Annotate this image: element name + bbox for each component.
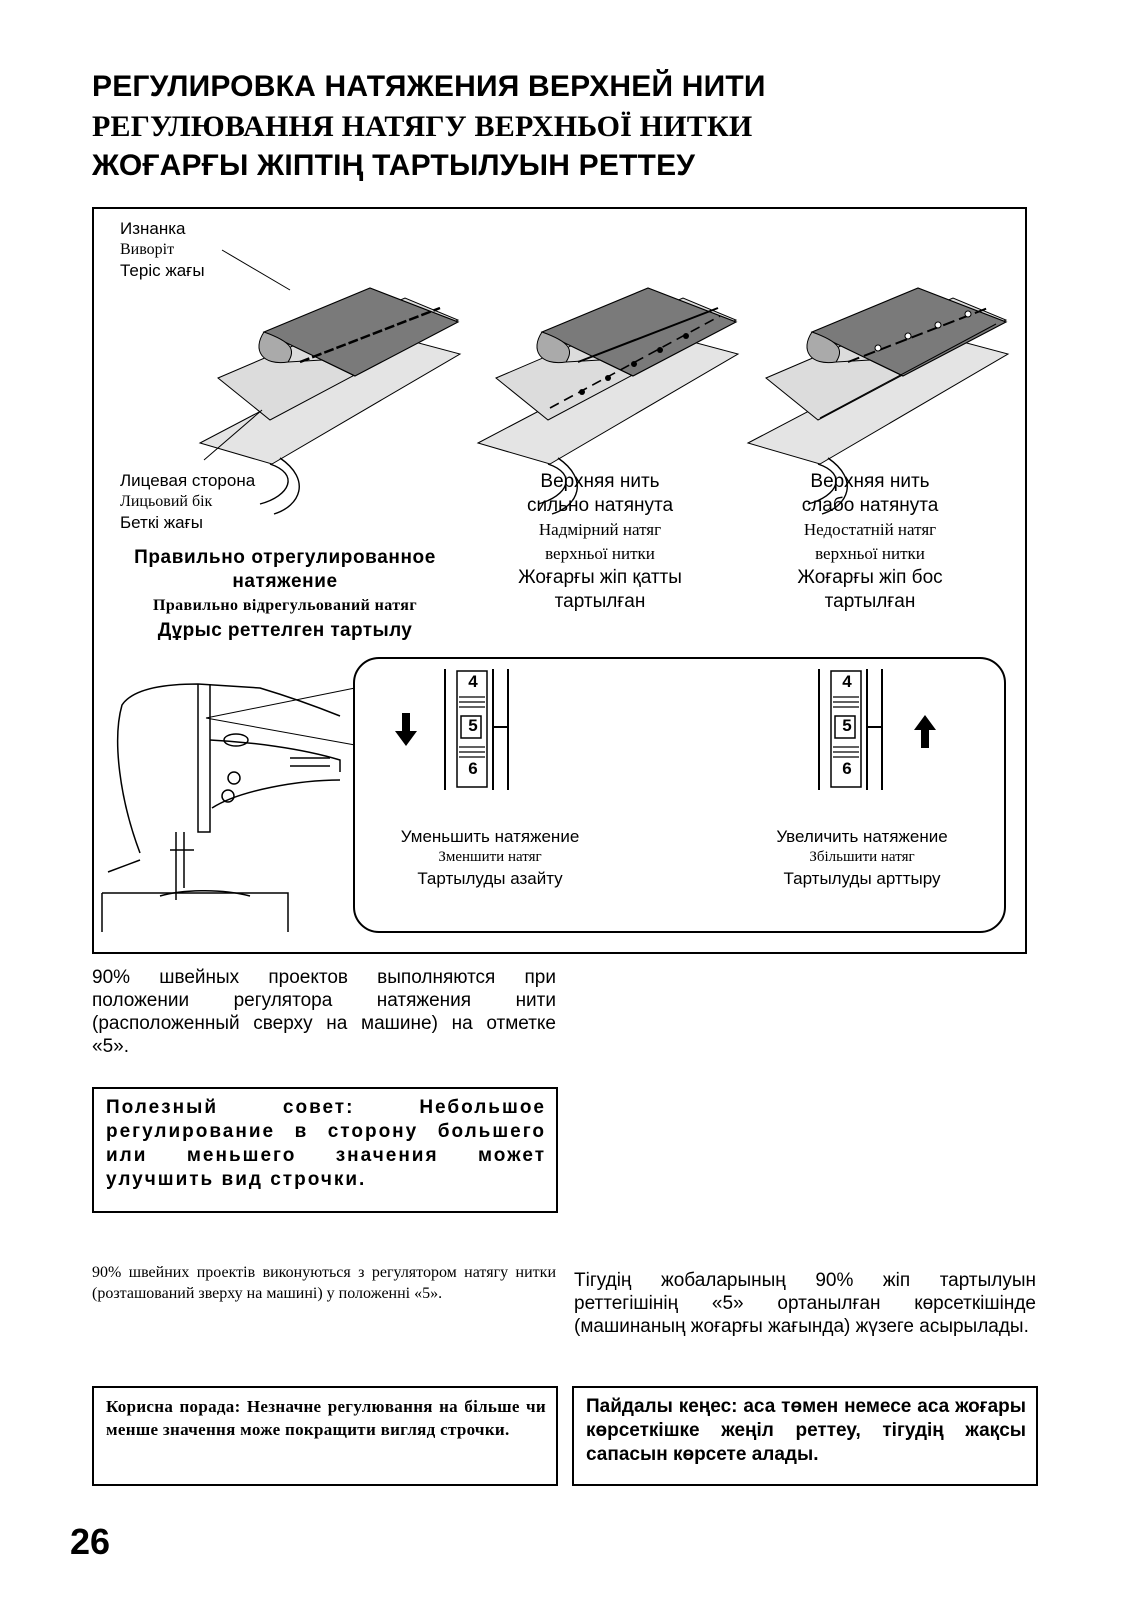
arrow-up-icon [914, 715, 936, 748]
loose-uk-1: Недостатній натяг [803, 520, 937, 539]
tight-uk-2: верхньої нитки [545, 544, 655, 563]
correct-tension-caption: Правильно отрегулированное натяжение Пра… [100, 546, 470, 644]
correct-ru-1: Правильно отрегулированное [134, 547, 436, 568]
page-number: 26 [70, 1521, 111, 1562]
increase-kk: Тартылуды арттыру [783, 869, 941, 888]
fabric-tight [477, 287, 739, 515]
kk-paragraph: Тігудің жобаларының 90% жіп тартылуын ре… [574, 1270, 1036, 1337]
wrong-side-uk: Виворіт [120, 241, 175, 258]
uk-tip-box: Корисна порада: Незначне регулювання на … [92, 1386, 558, 1486]
title-kk: ЖОҒАРҒЫ ЖІПТІҢ ТАРТЫЛУЫН РЕТТЕУ [92, 149, 696, 182]
tension-figure [92, 207, 1027, 954]
arrow-down-icon [395, 713, 417, 746]
uk-paragraph: 90% швейних проектів виконуються з регул… [92, 1264, 556, 1302]
loose-kk-1: Жоғарғы жіп бос [797, 567, 943, 588]
correct-uk: Правильно відрегульований натяг [152, 597, 418, 614]
loose-ru-1: Верхняя нить [810, 471, 930, 492]
wrong-side-kk: Теріс жағы [120, 261, 205, 280]
increase-caption: Увеличить натяжение Збільшити натяг Тарт… [742, 826, 982, 889]
sewing-machine-illustration [101, 683, 341, 932]
decrease-kk: Тартылуды азайту [417, 869, 563, 888]
dial-right-mark-6: 6 [842, 759, 852, 778]
ru-tip-box: Полезный совет: Небольшое регулирование … [92, 1087, 558, 1213]
dial-decrease [444, 669, 509, 790]
correct-kk: Дұрыс реттелген тартылу [157, 620, 413, 641]
increase-ru: Увеличить натяжение [776, 827, 948, 846]
fabric-correct [199, 287, 461, 515]
decrease-uk: Зменшити натяг [438, 849, 542, 865]
tension-dials [395, 669, 936, 790]
dial-left-mark-6: 6 [468, 759, 478, 778]
decrease-ru: Уменьшить натяжение [400, 827, 580, 846]
fabric-loose [747, 287, 1009, 515]
increase-uk: Збільшити натяг [809, 849, 915, 865]
decrease-caption: Уменьшить натяжение Зменшити натяг Тарты… [370, 826, 610, 889]
tight-kk-2: тартылған [554, 591, 646, 612]
loose-ru-2: слабо натянута [801, 495, 939, 516]
loose-uk-2: верхньої нитки [815, 544, 925, 563]
loose-tension-caption: Верхняя нить слабо натянута Недостатній … [750, 470, 990, 614]
fabric-illustrations [101, 249, 1009, 932]
tight-uk-1: Надмірний натяг [538, 520, 662, 539]
right-side-label: Лицевая сторона Лицьовий бік Беткі жағы [120, 470, 255, 533]
dial-left-mark-5: 5 [468, 716, 478, 735]
right-side-kk: Беткі жағы [120, 513, 204, 532]
title-uk: РЕГУЛЮВАННЯ НАТЯГУ ВЕРХНЬОЇ НИТКИ [92, 110, 753, 143]
tight-tension-caption: Верхняя нить сильно натянута Надмірний н… [480, 470, 720, 614]
wrong-side-label: Изнанка Виворіт Теріс жағы [120, 218, 205, 281]
loose-kk-2: тартылған [824, 591, 916, 612]
dial-increase [818, 669, 883, 790]
dial-left-mark-4: 4 [468, 672, 478, 691]
dial-right-mark-4: 4 [842, 672, 852, 691]
ru-paragraph: 90% швейных проектов выполняются при пол… [92, 967, 556, 1057]
correct-ru-2: натяжение [232, 571, 338, 592]
kk-tip-box: Пайдалы кеңес: аса төмен немесе аса жоға… [572, 1386, 1038, 1486]
tight-ru-2: сильно натянута [526, 495, 674, 516]
wrong-side-ru: Изнанка [120, 219, 186, 238]
tight-kk-1: Жоғарғы жіп қатты [518, 567, 682, 588]
right-side-uk: Лицьовий бік [120, 493, 213, 510]
title-ru: РЕГУЛИРОВКА НАТЯЖЕНИЯ ВЕРХНЕЙ НИТИ [92, 70, 766, 103]
dial-right-mark-5: 5 [842, 716, 852, 735]
tight-ru-1: Верхняя нить [540, 471, 660, 492]
right-side-ru: Лицевая сторона [120, 471, 256, 490]
